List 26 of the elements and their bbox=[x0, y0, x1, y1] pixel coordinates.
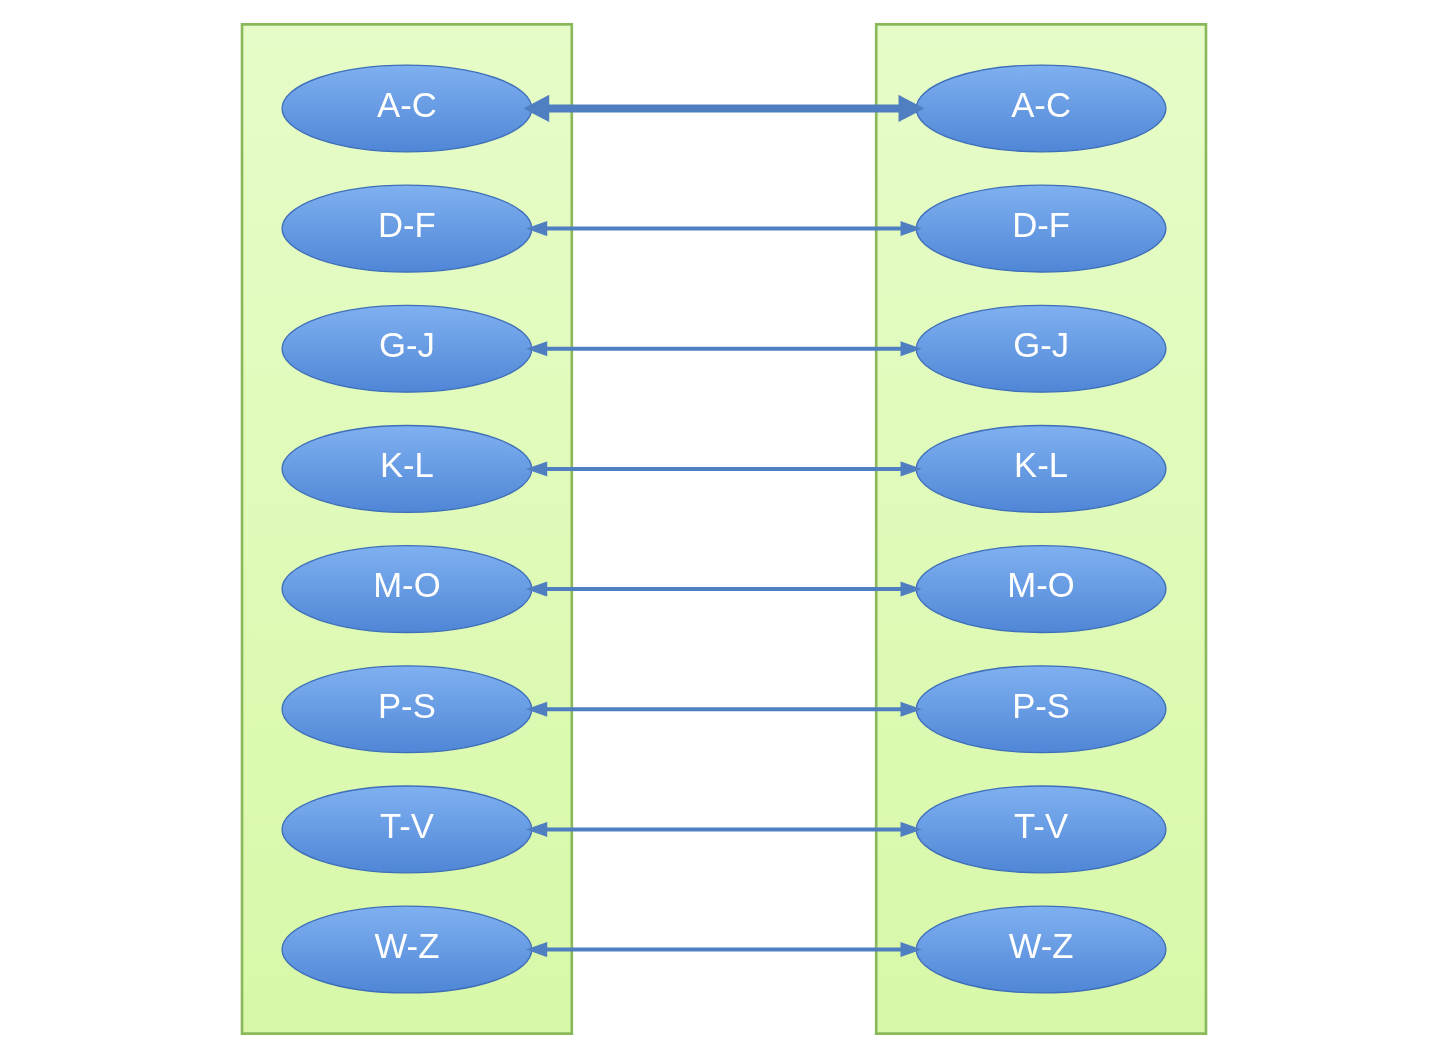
arrow bbox=[525, 701, 922, 717]
node-ellipse: K-L bbox=[280, 424, 532, 513]
node-ellipse: W-Z bbox=[280, 905, 532, 994]
arrow bbox=[525, 221, 922, 237]
node-ellipse: A-C bbox=[915, 64, 1167, 153]
node-ellipse: A-C bbox=[280, 64, 532, 153]
arrow bbox=[525, 821, 922, 837]
node-ellipse: D-F bbox=[280, 184, 532, 273]
arrow bbox=[525, 942, 922, 958]
node-ellipse: G-J bbox=[280, 304, 532, 393]
cluster bbox=[874, 23, 1207, 1035]
cluster bbox=[240, 23, 573, 1035]
node-ellipse: M-O bbox=[915, 545, 1167, 634]
node-ellipse: P-S bbox=[280, 665, 532, 754]
node-ellipse: T-V bbox=[280, 785, 532, 874]
node-ellipse: K-L bbox=[915, 424, 1167, 513]
arrow bbox=[525, 461, 922, 477]
node-ellipse: G-J bbox=[915, 304, 1167, 393]
node-ellipse: T-V bbox=[915, 785, 1167, 874]
arrow bbox=[525, 341, 922, 357]
arrow bbox=[522, 94, 924, 123]
node-ellipse: P-S bbox=[915, 665, 1167, 754]
node-ellipse: M-O bbox=[280, 545, 532, 634]
node-ellipse: D-F bbox=[915, 184, 1167, 273]
node-ellipse: W-Z bbox=[915, 905, 1167, 994]
arrow bbox=[525, 581, 922, 597]
